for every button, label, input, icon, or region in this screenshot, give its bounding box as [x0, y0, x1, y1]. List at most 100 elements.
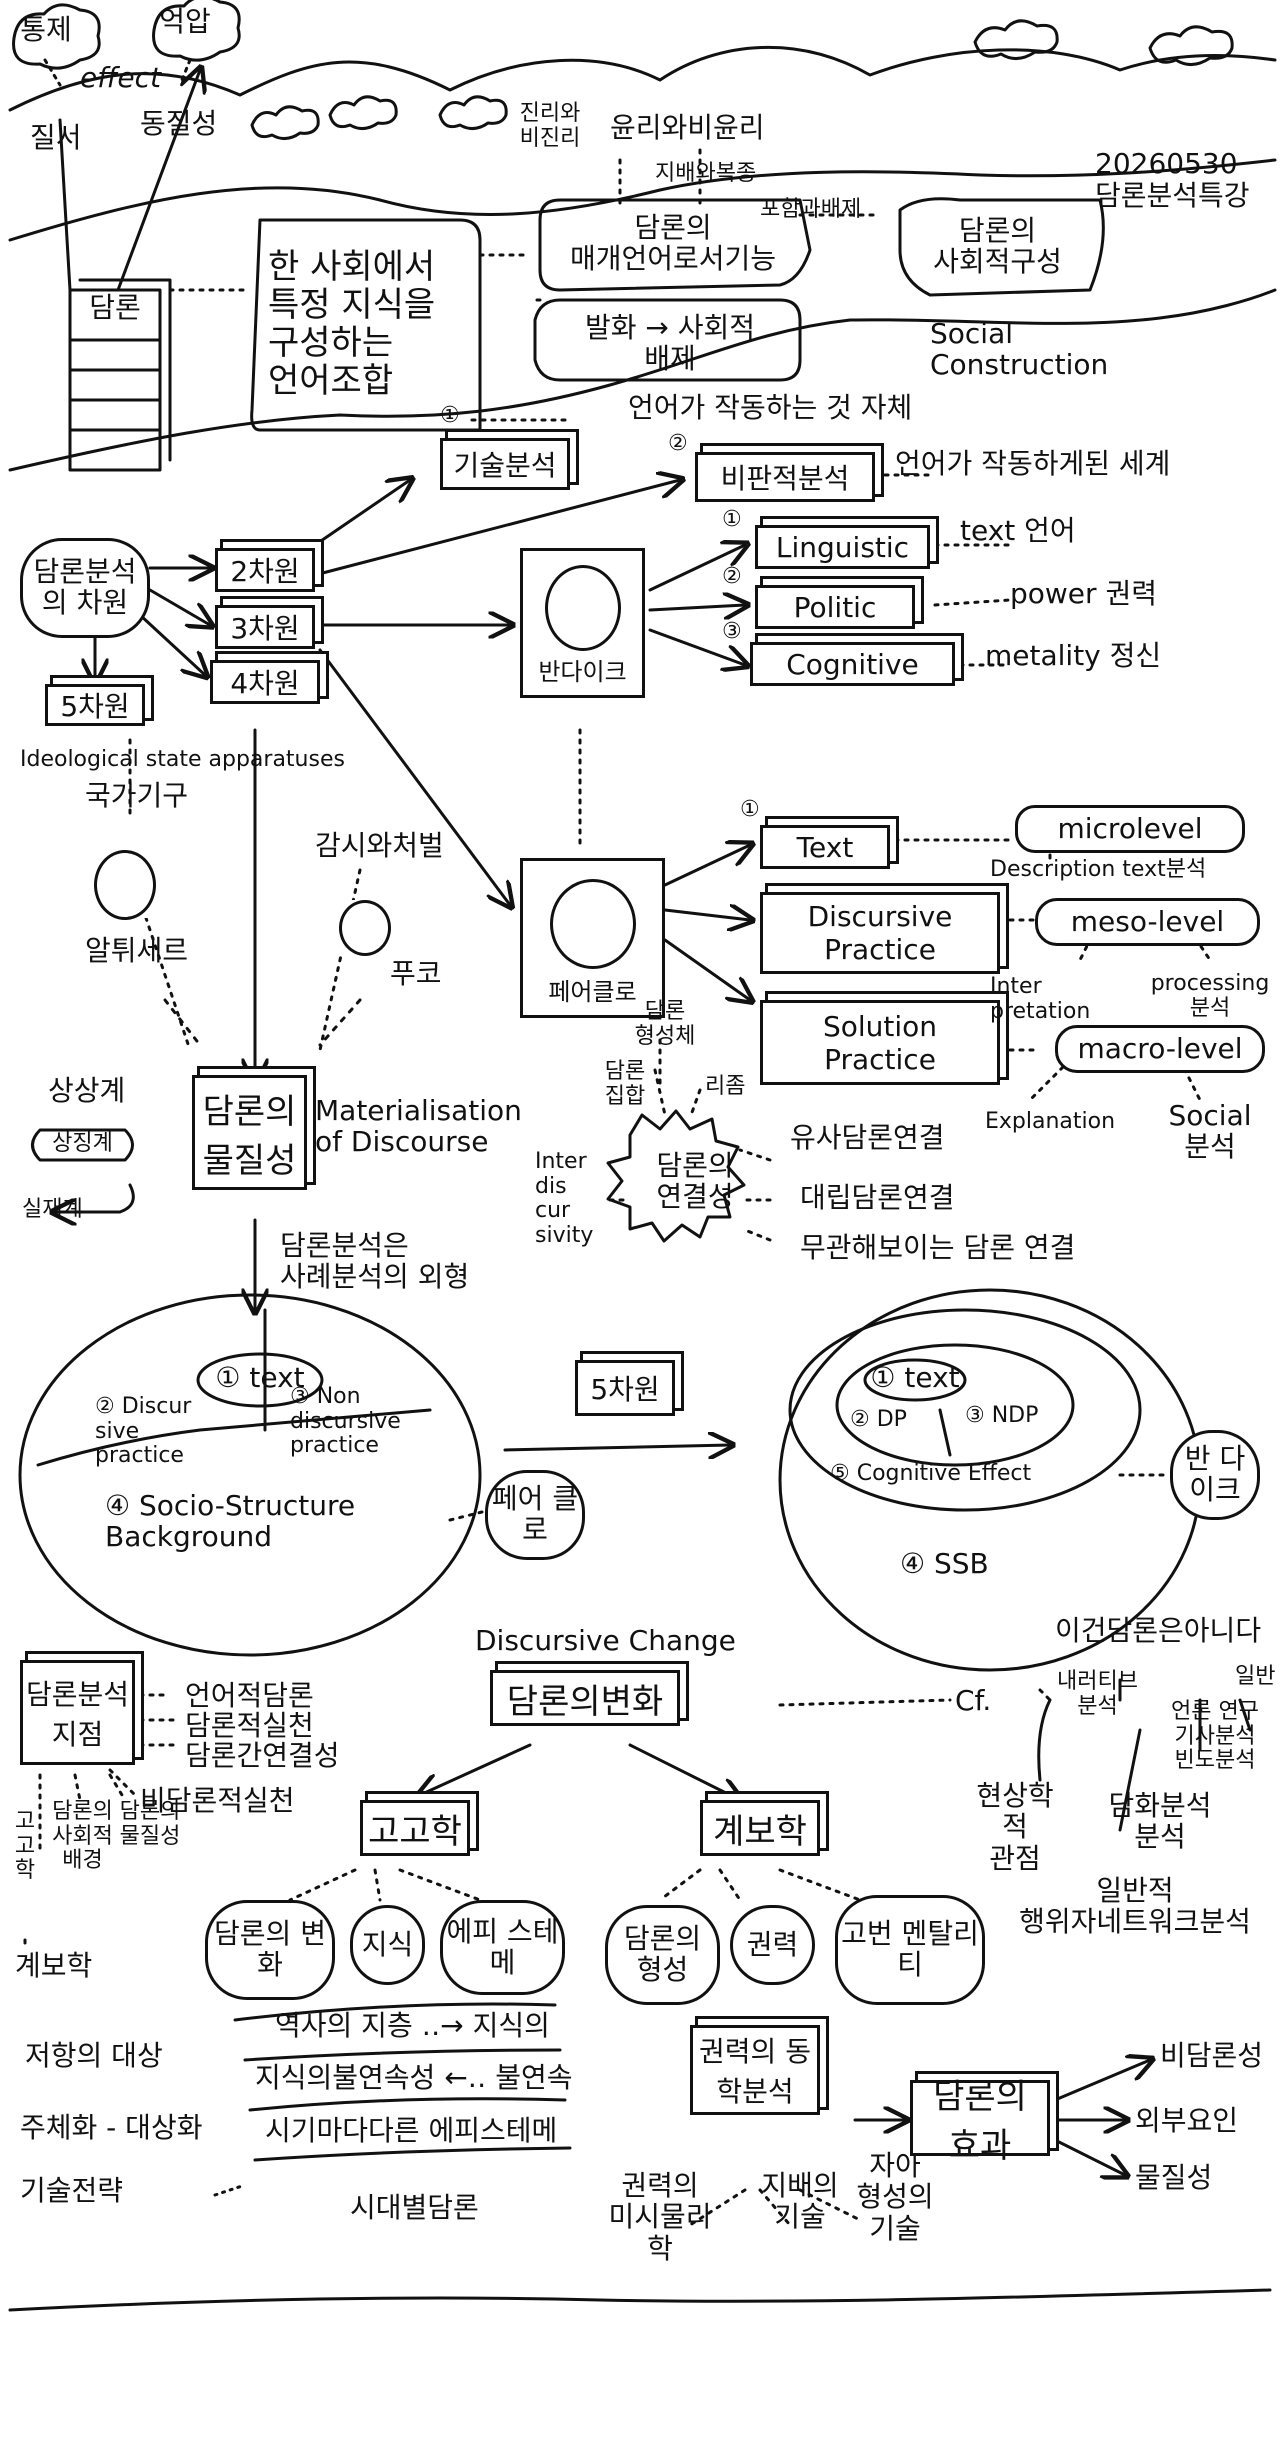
cloud-control-label: 통제 [20, 13, 72, 46]
vandijk-name: 반다이크 [538, 658, 627, 686]
althusser-head-icon [94, 850, 156, 920]
tech-dots [213, 2183, 247, 2197]
genealogy-box: 계보학 [700, 1800, 820, 1856]
fairclough-face-icon [549, 879, 636, 969]
arrow [663, 910, 750, 920]
power-dynamics-box: 권력의 동학분석 [690, 2025, 820, 2115]
left-text-label: ① text [215, 1361, 305, 1394]
nd-media: 언론 연구 기사분석 빈도분석 [1171, 1699, 1259, 1774]
politic-box: Politic [755, 585, 915, 629]
surveil-label: 감시와처벌 [315, 829, 444, 862]
small-cloud [438, 95, 508, 130]
power-cloud: 권력 [730, 1905, 815, 1985]
althusser-face-icon [94, 850, 156, 920]
truth-label: 진리와 비진리 [519, 101, 581, 151]
isa-label: Ideological state apparatuses [20, 747, 345, 772]
ground-line [8, 2288, 1272, 2312]
col1-label: 고 고 학 [14, 1809, 36, 1884]
building [68, 278, 172, 472]
hill-line-2 [8, 288, 1277, 472]
arrow [138, 613, 205, 675]
macro-level-box: macro-level [1055, 1025, 1265, 1073]
discourse-building-label: 담론 [75, 292, 155, 323]
dotted-link [128, 738, 652, 1052]
left-circle-split [36, 1308, 432, 1467]
nd-lines [1037, 1678, 1252, 1832]
num-1: ① [440, 403, 460, 428]
constitute-label: 담론 형성체 [634, 999, 696, 1049]
right-ssb-label: ④ SSB [900, 1547, 989, 1580]
right-dp-label: ② DP [850, 1407, 907, 1432]
left-ssb-label: ④ Socio-Structure Background [105, 1489, 356, 1554]
small-cloud [1148, 25, 1234, 66]
dotted-link [43, 58, 192, 87]
vd-num-2: ② [722, 564, 742, 589]
critical-analysis-box: 비판적분석 [695, 452, 875, 502]
definition-text: 한 사회에서 특정 지식을 구성하는 언어조합 [268, 247, 436, 402]
vandijk-cloud: 반 다이크 [1170, 1430, 1260, 1520]
viewpoint-3: 담론간연결성 [185, 1739, 340, 1772]
linguistic-desc: text 언어 [960, 514, 1076, 547]
vd-num-3: ③ [722, 619, 742, 644]
col3-label: 담론의 물질성 [119, 1799, 181, 1849]
dotted-link [198, 2058, 862, 2227]
connectivity-title: 담론의 연결성 [656, 1149, 734, 1214]
arrow [648, 545, 745, 592]
real-arrow [55, 1183, 135, 1212]
unrelated-label: 무관해보이는 담론 연결 [800, 1231, 1076, 1264]
ethic-label: 윤리와비윤리 [610, 111, 765, 144]
technical-analysis-box: 기술분석 [440, 438, 570, 490]
definition-card [250, 218, 482, 432]
left-big-circle [18, 1293, 482, 1657]
politic-desc: power 권력 [1010, 577, 1157, 610]
vandijk-portrait: 반다이크 [520, 548, 645, 698]
fc-text-box: Text [760, 825, 890, 869]
arrow [318, 648, 510, 905]
dotted-link [168, 148, 882, 422]
nd-actor-network: 일반적 행위자네트워크분석 [1019, 1874, 1251, 1939]
medium-card [538, 198, 812, 292]
nd-discourse-analysis: 담화분석 분석 [1108, 1789, 1212, 1854]
archaeology-change-cloud: 담론의 변화 [205, 1900, 335, 2000]
genealogy-small: 계보학 [15, 1949, 93, 1982]
tech-label: 기술전략 [20, 2174, 124, 2207]
cognitive-box: Cognitive [750, 642, 955, 686]
hill-line-1 [8, 158, 1277, 242]
right-inner-oval [835, 1343, 1075, 1467]
subject-label: 주체화 - 대상화 [20, 2111, 203, 2144]
right-ndp-label: ③ NDP [965, 1403, 1039, 1428]
dotted-link [23, 1693, 177, 1952]
mentality-cloud: 고번 멘탈리티 [835, 1895, 985, 2005]
lecture-label: 담론분석특강 [1095, 179, 1250, 212]
foucault-label: 푸코 [390, 957, 442, 990]
dotted-link [288, 1868, 862, 1902]
aggregate-label: 담론 집합 [604, 1059, 646, 1109]
technical-desc: 언어가 작동하는 것 자체 [628, 391, 913, 424]
strip-2: 지식의불연속성 ←‥ 불연속 [255, 2061, 573, 2094]
right-circle-split [938, 1408, 952, 1457]
materiality-box: 담론의 물질성 [192, 1075, 307, 1190]
linguistic-box: Linguistic [755, 525, 930, 569]
dotted-link [448, 1473, 1172, 1522]
macro-a: Explanation [985, 1109, 1116, 1134]
cloud-oppression-label: 억압 [159, 5, 211, 38]
macro-b: Social 분석 [1168, 1099, 1252, 1164]
utterance-text: 발화 → 사회적 배제 [584, 311, 756, 376]
dimensions-center-cloud: 담론분석의 차원 [20, 538, 150, 638]
solution-practice-box: Solution Practice [760, 1000, 1000, 1085]
effect-label: effect [80, 61, 162, 94]
connectivity-burst [606, 1109, 746, 1243]
casestudy-label: 담론분석은 사례분석의 외형 [280, 1229, 470, 1294]
dotted-link [608, 1038, 772, 1242]
cloud-control [12, 3, 101, 70]
interdiscursivity-label: Inter dis cur sivity [535, 1149, 594, 1248]
archaeology-box: 고고학 [360, 1800, 470, 1856]
vd-num-1: ① [722, 507, 742, 532]
discursive-practice-box: Discursive Practice [760, 892, 1000, 974]
fc-num-1: ① [740, 797, 760, 822]
meso-b: processing 분석 [1150, 971, 1270, 1021]
cf-label: Cf. [955, 1684, 992, 1717]
knowledge-cloud: 지식 [350, 1905, 425, 1985]
right-text-oval [863, 1358, 967, 1402]
